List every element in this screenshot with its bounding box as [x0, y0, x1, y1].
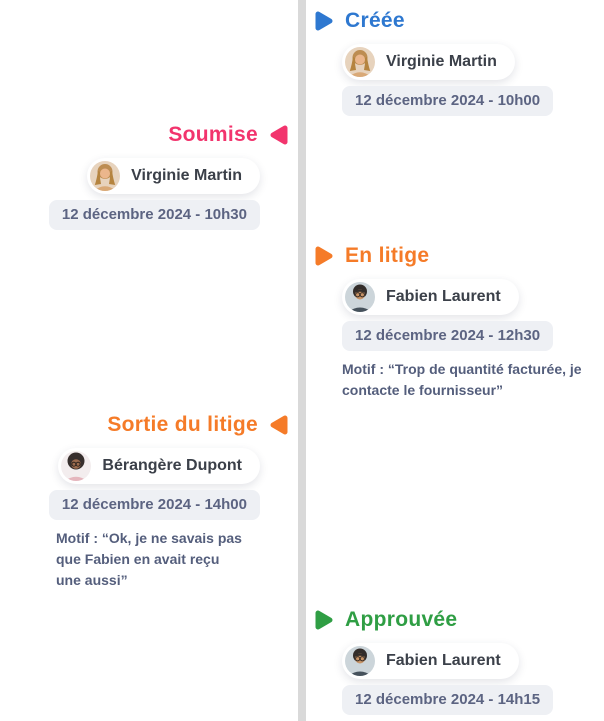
triangle-left-icon [268, 123, 290, 147]
person-chip: Bérangère Dupont [58, 448, 260, 484]
person-chip: Virginie Martin [87, 158, 260, 194]
timestamp-text: 12 décembre 2024 - 10h30 [61, 206, 247, 223]
timeline-event-sortie-du-litige: Sortie du litige Béra [48, 412, 290, 605]
timeline-event-en-litige: En litige Fabien Laurent [313, 243, 598, 415]
event-title: Sortie du litige [107, 413, 258, 436]
event-title: Soumise [168, 123, 258, 146]
timeline-event-approuvee: Approuvée Fabien Laurent [313, 607, 554, 715]
timestamp-text: 12 décembre 2024 - 14h15 [355, 691, 541, 708]
avatar-virginie-martin [90, 161, 121, 191]
event-title-row: Soumise [168, 122, 290, 148]
timestamp-text: 12 décembre 2024 - 12h30 [355, 327, 541, 344]
avatar-virginie-martin [345, 47, 375, 77]
timestamp-badge: 12 décembre 2024 - 10h00 [342, 86, 554, 116]
event-title: Approuvée [345, 608, 458, 631]
event-title-row: Sortie du litige [107, 412, 290, 438]
event-title-row: Approuvée [313, 607, 457, 633]
timestamp-badge: 12 décembre 2024 - 10h30 [48, 200, 260, 230]
person-name: Bérangère Dupont [102, 457, 242, 474]
person-chip: Virginie Martin [342, 44, 515, 80]
person-name: Virginie Martin [386, 53, 497, 70]
motif-text: Motif : “Trop de quantité facturée, je c… [342, 361, 582, 398]
avatar-fabien-laurent [345, 646, 375, 676]
event-title: Créée [345, 9, 405, 32]
triangle-left-icon [268, 413, 290, 437]
timeline-spine [298, 0, 306, 721]
avatar-berangere-dupont [61, 451, 92, 481]
person-name: Fabien Laurent [386, 652, 501, 669]
person-name: Virginie Martin [131, 167, 242, 184]
timestamp-badge: 12 décembre 2024 - 14h15 [342, 685, 554, 715]
timeline-event-creee: Créée Virginie Martin 12 décembre 2 [313, 8, 554, 116]
timestamp-badge: 12 décembre 2024 - 14h00 [48, 490, 260, 520]
timeline-event-soumise: Soumise Virginie Martin [48, 122, 290, 230]
triangle-right-icon [313, 608, 335, 632]
person-name: Fabien Laurent [386, 288, 501, 305]
triangle-right-icon [313, 244, 335, 268]
event-title-row: En litige [313, 243, 429, 269]
motif-text: Motif : “Ok, je ne savais pas que Fabien… [56, 530, 242, 588]
triangle-right-icon [313, 9, 335, 33]
timestamp-text: 12 décembre 2024 - 14h00 [61, 496, 247, 513]
person-chip: Fabien Laurent [342, 279, 519, 315]
timestamp-text: 12 décembre 2024 - 10h00 [355, 92, 541, 109]
avatar-fabien-laurent [345, 282, 375, 312]
person-chip: Fabien Laurent [342, 643, 519, 679]
event-title: En litige [345, 244, 430, 267]
event-title-row: Créée [313, 8, 405, 34]
timestamp-badge: 12 décembre 2024 - 12h30 [342, 321, 554, 351]
